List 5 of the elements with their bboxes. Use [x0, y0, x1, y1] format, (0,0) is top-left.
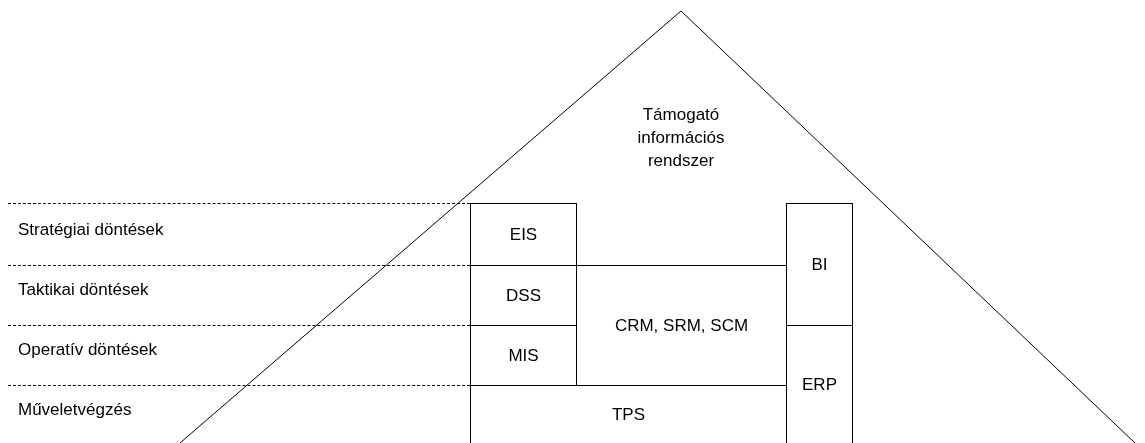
level-label: Taktikai döntések [18, 280, 149, 300]
level-label: Stratégiai döntések [18, 220, 164, 240]
level-label: Operatív döntések [18, 340, 157, 360]
level-label: Műveletvégzés [18, 400, 132, 420]
triangle-label: Támogató információs rendszer [636, 104, 726, 172]
